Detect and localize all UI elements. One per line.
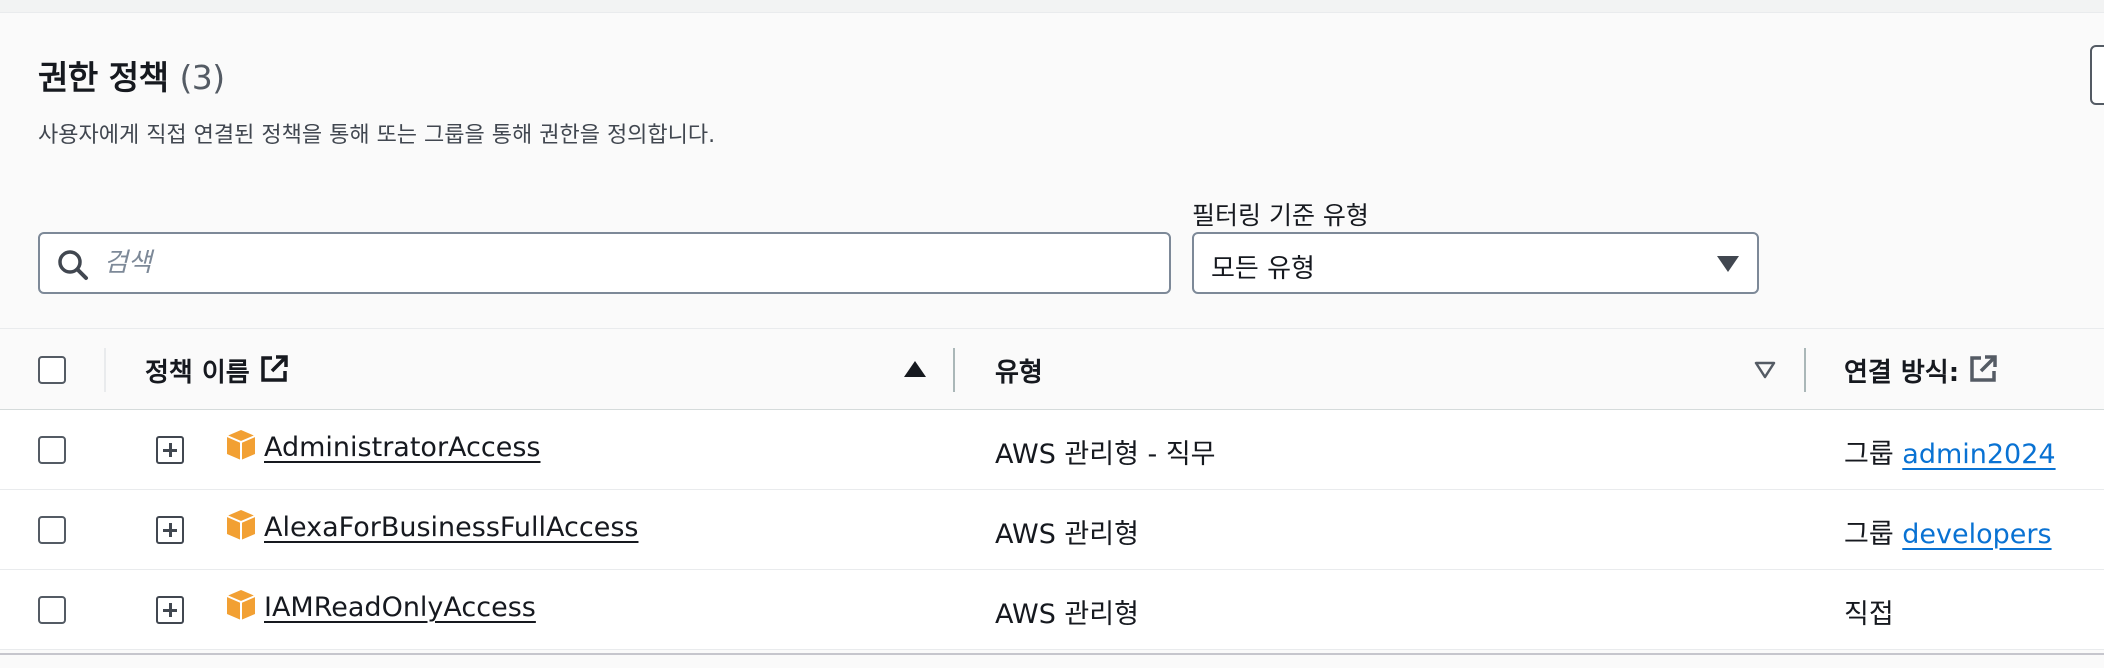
type-filter-select[interactable]: 모든 유형 bbox=[1192, 232, 1759, 294]
external-link-icon[interactable] bbox=[1968, 354, 1998, 384]
attached-via-prefix: 직접 bbox=[1844, 599, 1894, 630]
attached-via-prefix: 그룹 bbox=[1844, 439, 1894, 470]
panel-description: 사용자에게 직접 연결된 정책을 통해 또는 그룹을 통해 권한을 정의합니다. bbox=[38, 123, 716, 148]
policy-count: (3) bbox=[179, 58, 225, 97]
policy-type: AWS 관리형 - 직무 bbox=[995, 439, 1216, 470]
column-divider[interactable] bbox=[1804, 348, 1806, 392]
column-header-type[interactable]: 유형 bbox=[995, 358, 1043, 388]
search-input[interactable] bbox=[104, 234, 1154, 292]
policy-type: AWS 관리형 bbox=[995, 599, 1139, 630]
table-row[interactable]: IAMReadOnlyAccess AWS 관리형 직접 bbox=[0, 570, 2104, 650]
row-checkbox[interactable] bbox=[38, 596, 66, 624]
expand-icon[interactable] bbox=[156, 436, 184, 464]
search-icon bbox=[58, 250, 88, 280]
column-divider[interactable] bbox=[953, 348, 955, 392]
policy-link[interactable]: AlexaForBusinessFullAccess bbox=[264, 512, 639, 543]
policy-type: AWS 관리형 bbox=[995, 519, 1139, 550]
sort-descending-icon[interactable] bbox=[1754, 361, 1776, 379]
table-header: 정책 이름 유형 연결 방식: bbox=[0, 328, 2104, 410]
row-checkbox[interactable] bbox=[38, 436, 66, 464]
select-all-checkbox[interactable] bbox=[38, 356, 66, 384]
group-link[interactable]: developers bbox=[1902, 519, 2052, 550]
external-link-icon[interactable] bbox=[259, 354, 289, 384]
table-row[interactable]: AlexaForBusinessFullAccess AWS 관리형 그룹 de… bbox=[0, 490, 2104, 570]
permissions-policies-panel: 권한 정책 (3) 사용자에게 직접 연결된 정책을 통해 또는 그룹을 통해 … bbox=[0, 13, 2104, 655]
column-divider bbox=[104, 348, 106, 392]
page-title: 권한 정책 (3) bbox=[38, 51, 225, 99]
filter-label: 필터링 기준 유형 bbox=[1192, 201, 1369, 230]
package-icon bbox=[226, 510, 256, 540]
column-header-attached-via[interactable]: 연결 방식: bbox=[1844, 358, 1960, 388]
attached-via-prefix: 그룹 bbox=[1844, 519, 1894, 550]
search-field[interactable] bbox=[38, 232, 1171, 294]
package-icon bbox=[226, 590, 256, 620]
policy-link[interactable]: AdministratorAccess bbox=[264, 432, 541, 463]
attached-via-cell: 그룹 developers bbox=[1844, 512, 2052, 551]
table-row[interactable]: AdministratorAccess AWS 관리형 - 직무 그룹 admi… bbox=[0, 410, 2104, 490]
title-text: 권한 정책 bbox=[38, 58, 169, 97]
actions-button[interactable] bbox=[2090, 45, 2104, 105]
policy-link[interactable]: IAMReadOnlyAccess bbox=[264, 592, 536, 623]
filter-selected-value: 모든 유형 bbox=[1211, 254, 1315, 284]
caret-down-icon bbox=[1717, 256, 1739, 272]
attached-via-cell: 그룹 admin2024 bbox=[1844, 432, 2056, 471]
group-link[interactable]: admin2024 bbox=[1902, 439, 2056, 470]
expand-icon[interactable] bbox=[156, 516, 184, 544]
expand-icon[interactable] bbox=[156, 596, 184, 624]
package-icon bbox=[226, 430, 256, 460]
attached-via-cell: 직접 bbox=[1844, 592, 1894, 631]
sort-ascending-icon[interactable] bbox=[904, 361, 926, 377]
top-strip bbox=[0, 0, 2104, 13]
column-header-policy-name[interactable]: 정책 이름 bbox=[145, 358, 250, 388]
row-checkbox[interactable] bbox=[38, 516, 66, 544]
